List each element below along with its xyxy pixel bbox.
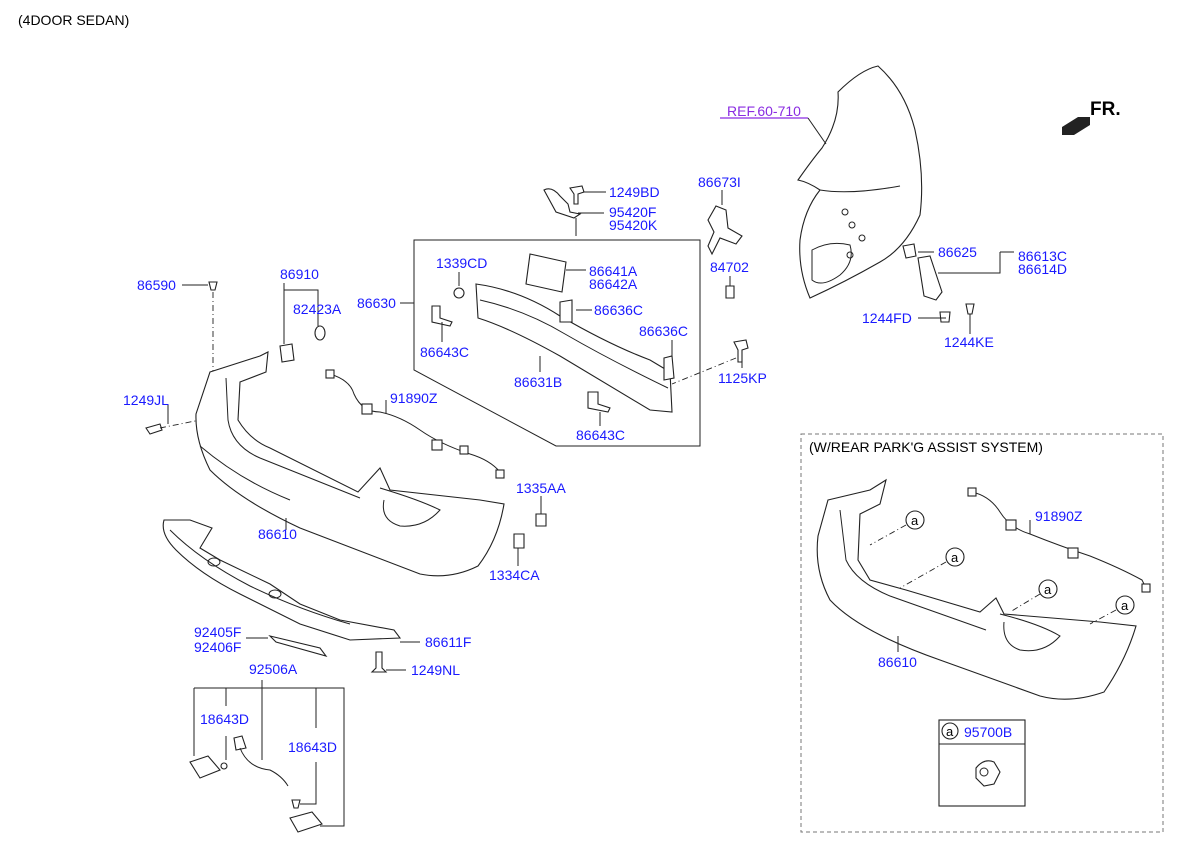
part-82423A[interactable]: 82423A	[293, 301, 342, 317]
part-18643D-right[interactable]: 18643D	[288, 739, 337, 755]
sensor-marker: a	[1009, 579, 1058, 613]
part-86625[interactable]: 86625	[938, 244, 977, 260]
part-86636C-lower[interactable]: 86636C	[639, 323, 688, 339]
part-86673I[interactable]: 86673I	[698, 174, 741, 190]
inset-title: (W/REAR PARK'G ASSIST SYSTEM)	[809, 439, 1043, 455]
sensor-marker: a	[869, 510, 925, 546]
inset-part-86610[interactable]: 86610	[878, 654, 917, 670]
park-assist-inset-frame	[800, 433, 1164, 833]
sensor-marker: a	[1089, 595, 1135, 625]
part-18643D-left[interactable]: 18643D	[200, 711, 249, 727]
parking-sensor-illustration	[975, 760, 1001, 787]
part-86614D[interactable]: 86614D	[1018, 261, 1067, 277]
inset-part-91890Z[interactable]: 91890Z	[1035, 508, 1083, 524]
lower-diffuser-illustration	[162, 519, 402, 641]
part-91890Z[interactable]: 91890Z	[390, 390, 438, 406]
inset-bumper-illustration	[816, 478, 1151, 700]
svg-text:a: a	[1121, 598, 1129, 613]
part-86636C-upper[interactable]: 86636C	[594, 302, 643, 318]
part-86613C[interactable]: 86613C	[1018, 248, 1067, 264]
legend-marker-icon	[941, 722, 959, 740]
front-arrow-icon	[1062, 117, 1090, 135]
small-fasteners-illustration	[145, 281, 326, 435]
wiring-harness-illustration	[325, 369, 505, 479]
part-1249BD[interactable]: 1249BD	[609, 184, 660, 200]
license-bracket-illustration	[543, 185, 585, 219]
part-95700B[interactable]: 95700B	[964, 724, 1012, 740]
part-86610[interactable]: 86610	[258, 526, 297, 542]
part-86590[interactable]: 86590	[137, 277, 176, 293]
part-1335AA[interactable]: 1335AA	[516, 480, 566, 496]
part-1249JL[interactable]: 1249JL	[123, 392, 169, 408]
part-92405F[interactable]: 92405F	[194, 624, 241, 640]
part-1339CD[interactable]: 1339CD	[436, 255, 487, 271]
part-86642A[interactable]: 86642A	[589, 276, 638, 292]
quarter-panel-illustration	[797, 65, 923, 299]
sensor-marker: a	[899, 547, 965, 589]
part-84702[interactable]: 84702	[710, 259, 749, 275]
part-92406F[interactable]: 92406F	[194, 639, 241, 655]
screw-1249NL-icon	[370, 651, 388, 673]
reflector-illustration	[268, 635, 328, 657]
front-label: FR.	[1090, 99, 1121, 120]
part-92506A[interactable]: 92506A	[249, 661, 298, 677]
mount-bracket-illustration	[707, 205, 743, 299]
part-95420K[interactable]: 95420K	[609, 217, 658, 233]
variant-title: (4DOOR SEDAN)	[18, 12, 129, 28]
part-86643C-right[interactable]: 86643C	[576, 427, 625, 443]
clips-illustration	[513, 513, 547, 549]
bolt-1125KP-icon	[733, 339, 749, 363]
part-1244FD[interactable]: 1244FD	[862, 310, 912, 326]
svg-text:a: a	[951, 550, 959, 565]
part-1334CA[interactable]: 1334CA	[489, 567, 540, 583]
part-86910[interactable]: 86910	[280, 266, 319, 282]
part-1249NL[interactable]: 1249NL	[411, 662, 460, 678]
reference-label[interactable]: REF.60-710	[727, 103, 801, 119]
part-86630[interactable]: 86630	[357, 295, 396, 311]
part-86611F[interactable]: 86611F	[425, 634, 471, 650]
svg-text:a: a	[1044, 582, 1052, 597]
side-bracket-illustration	[902, 243, 975, 323]
part-1125KP[interactable]: 1125KP	[718, 370, 767, 386]
part-95420F[interactable]: 95420F	[609, 204, 656, 220]
part-1244KE[interactable]: 1244KE	[944, 334, 994, 350]
part-86631B[interactable]: 86631B	[514, 374, 562, 390]
part-86641A[interactable]: 86641A	[589, 263, 638, 279]
license-lamp-illustration	[189, 735, 323, 833]
legend-marker: a	[946, 724, 954, 739]
rear-bumper-illustration	[195, 351, 505, 577]
svg-text:a: a	[911, 513, 919, 528]
bumper-beam-illustration	[431, 253, 675, 413]
part-86643C-left[interactable]: 86643C	[420, 344, 469, 360]
